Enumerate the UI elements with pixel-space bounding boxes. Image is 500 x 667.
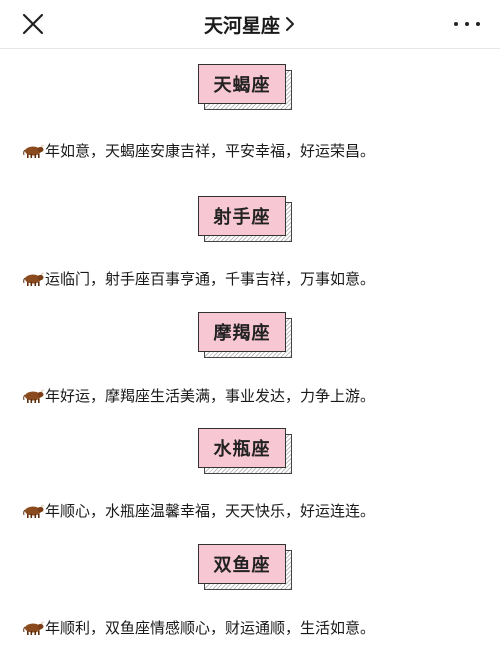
sign-label: 射手座 (198, 196, 292, 244)
more-options-button[interactable] (454, 14, 480, 34)
wish-line: 年顺心，水瓶座温馨幸福，天天快乐，好运连连。 (22, 500, 492, 521)
wish-text: 运临门，射手座百事亨通，千事吉祥，万事如意。 (45, 270, 376, 288)
sign-label: 摩羯座 (198, 312, 292, 360)
more-dots-icon (454, 22, 458, 26)
sign-section-capricorn: 摩羯座 (0, 312, 500, 360)
wish-line: 运临门，射手座百事亨通，千事吉祥，万事如意。 (22, 268, 492, 289)
sign-name: 射手座 (198, 196, 286, 236)
wish-line: 年顺利，双鱼座情感顺心，财运通顺，生活如意。 (22, 617, 492, 638)
ox-emoji-icon (23, 620, 44, 635)
sign-section-aquarius: 水瓶座 (0, 428, 500, 476)
top-nav-bar: 天河星座 (0, 0, 500, 49)
sign-label: 天蝎座 (198, 64, 292, 112)
sign-name: 天蝎座 (198, 64, 286, 104)
ox-emoji-icon (23, 388, 44, 403)
wish-line: 年好运，摩羯座生活美满，事业发达，力争上游。 (22, 385, 492, 406)
ox-emoji-icon (23, 143, 44, 158)
wish-line: 年如意，天蝎座安康吉祥，平安幸福，好运荣昌。 (22, 140, 492, 161)
chevron-right-icon (286, 17, 294, 31)
close-button[interactable] (20, 11, 46, 37)
sign-section-pisces: 双鱼座 (0, 544, 500, 592)
sign-label: 水瓶座 (198, 428, 292, 476)
more-dot (476, 22, 480, 26)
more-dot (465, 22, 469, 26)
sign-section-sagittarius: 射手座 (0, 196, 500, 244)
ox-emoji-icon (23, 503, 44, 518)
sign-section-scorpio: 天蝎座 (0, 64, 500, 112)
page-title: 天河星座 (203, 14, 280, 37)
wish-text: 年顺心，水瓶座温馨幸福，天天快乐，好运连连。 (45, 502, 376, 520)
wish-text: 年顺利，双鱼座情感顺心，财运通顺，生活如意。 (45, 619, 376, 637)
ox-emoji-icon (23, 271, 44, 286)
wish-text: 年好运，摩羯座生活美满，事业发达，力争上游。 (45, 387, 376, 405)
account-title-button[interactable]: 天河星座 (204, 11, 296, 38)
wish-text: 年如意，天蝎座安康吉祥，平安幸福，好运荣昌。 (45, 142, 376, 160)
sign-name: 双鱼座 (198, 544, 286, 584)
sign-name: 摩羯座 (198, 312, 286, 352)
sign-name: 水瓶座 (198, 428, 286, 468)
close-icon (22, 13, 44, 35)
sign-label: 双鱼座 (198, 544, 292, 592)
